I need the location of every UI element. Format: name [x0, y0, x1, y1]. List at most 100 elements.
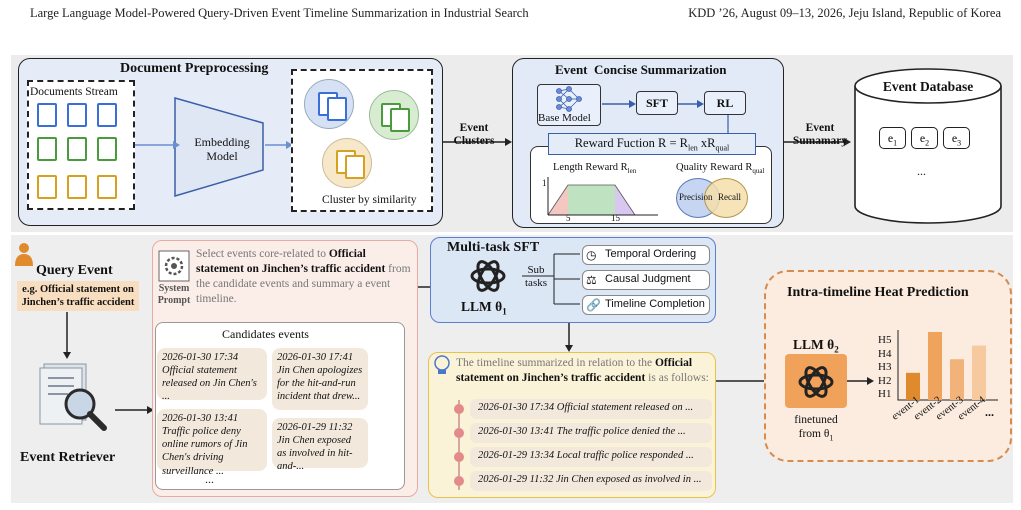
doc-preprocessing-title: Document Preprocessing [120, 61, 269, 76]
sft-box: SFT [636, 91, 678, 115]
candidates-title: Candidates events [222, 327, 309, 341]
clock-icon: ◷ [586, 248, 597, 262]
recall-circle [704, 178, 748, 218]
task-causal-judgment: Causal Judgment [582, 270, 710, 290]
length-tick-5: 5 [566, 213, 571, 223]
heat-level: H5 [878, 334, 892, 346]
db-entry-e3: e3 [943, 127, 970, 149]
arrow [265, 141, 293, 149]
database-cylinder [854, 68, 1002, 224]
multitask-sft-title: Multi-task SFT [447, 240, 540, 255]
heat-bar [950, 359, 964, 400]
db-entry-e2: e2 [911, 127, 938, 149]
timeline-item: 2026-01-29 13:34 Local traffic police re… [470, 447, 712, 467]
arrow [847, 377, 874, 385]
heat-bar [928, 332, 942, 400]
arrow [784, 138, 851, 146]
length-reward-label: Length Reward Rlen [553, 162, 637, 176]
llm2-icon-bg [785, 354, 847, 408]
cluster-label: Cluster by similarity [322, 194, 417, 206]
query-event-title: Query Event [36, 263, 113, 278]
timeline-item: 2026-01-30 17:34 Official statement rele… [470, 399, 712, 419]
heat-level: H2 [878, 374, 892, 387]
document-icon [37, 103, 57, 127]
document-icon [345, 155, 365, 179]
heat-x-ellipsis: ... [985, 405, 994, 419]
rl-box: RL [704, 91, 746, 115]
timeline-item: 2026-01-30 13:41 The traffic police deni… [470, 423, 712, 443]
timeline-dot [454, 452, 464, 462]
document-icon [97, 103, 117, 127]
heat-prediction-title: Intra-timeline Heat Prediction [787, 285, 969, 300]
precision-label: Precision [679, 192, 713, 202]
arrow [678, 100, 704, 108]
timeline-intro: The timeline summarized in relation to t… [456, 357, 709, 384]
timeline-dot [454, 404, 464, 414]
link-icon: 🔗 [586, 298, 601, 312]
heat-bar [906, 372, 920, 400]
task-timeline-completion: Timeline Completion [582, 295, 710, 315]
gavel-icon: ⚖ [586, 273, 597, 287]
document-icon [97, 175, 117, 199]
running-header-left: Large Language Model-Powered Query-Drive… [30, 6, 529, 20]
document-search-icon [39, 363, 107, 431]
llm-icon [470, 260, 506, 292]
finetuned-label: finetuned from θ1 [794, 414, 838, 443]
base-model-label: Base Model [538, 112, 591, 124]
task-temporal-ordering: Temporal Ordering [582, 245, 710, 265]
document-icon [97, 137, 117, 161]
person-icon [15, 243, 33, 266]
task-branch-lines [522, 253, 580, 305]
llm1-label: LLM θ1 [461, 299, 507, 317]
arrow [602, 100, 636, 108]
length-reward-chart [547, 177, 658, 216]
embedding-model-label: Embedding Model [194, 135, 250, 164]
timeline-axis [458, 400, 460, 490]
length-tick-15: 15 [611, 213, 620, 223]
candidates-ellipsis: ... [205, 472, 214, 486]
sub-tasks-label: Sub tasks [525, 264, 547, 290]
documents-stream-label: Documents Stream [30, 86, 118, 98]
event-summary-label: Event Sumamary [792, 122, 848, 148]
embedding-model-shape [174, 97, 264, 198]
document-icon [67, 103, 87, 127]
lightbulb-icon [434, 355, 450, 374]
running-header-right: KDD ’26, August 09–13, 2026, Jeju Island… [688, 6, 1001, 20]
db-ellipsis: ... [917, 164, 926, 178]
reward-formula: Reward Fuction R = Rlen xRqual [548, 133, 756, 155]
arrow [115, 406, 154, 414]
heat-axis [897, 330, 998, 401]
timeline-dot [454, 428, 464, 438]
document-icon [327, 97, 347, 121]
heat-y-axis-labels: H5 H4 H3 H2 H1 [878, 334, 891, 402]
database-title: Event Database [882, 79, 974, 94]
summarization-title: Event Concise Summarization [555, 62, 727, 77]
arrow [63, 312, 71, 359]
arrow [135, 141, 180, 149]
document-icon [37, 175, 57, 199]
document-icon [390, 108, 410, 132]
gear-icon [158, 250, 190, 282]
heat-level: H1 [878, 388, 892, 401]
heat-bar [972, 345, 986, 400]
llm-icon [798, 366, 834, 398]
document-icon [67, 175, 87, 199]
heat-level: H4 [878, 347, 892, 360]
timeline-dot [454, 476, 464, 486]
quality-reward-label: Quality Reward Rqual [676, 162, 765, 176]
db-entry-e1: e1 [879, 127, 906, 149]
recall-label: Recall [718, 192, 741, 202]
document-icon [37, 137, 57, 161]
heat-bar-chart [897, 330, 998, 401]
timeline-item: 2026-01-29 11:32 Jin Chen exposed as inv… [470, 471, 712, 491]
llm2-label: LLM θ2 [793, 337, 839, 355]
heat-level: H3 [878, 361, 892, 374]
event-clusters-label: Event Clusters [453, 122, 495, 148]
system-prompt-text: Select events core-related to Official s… [196, 248, 411, 305]
document-icon [67, 137, 87, 161]
length-tick-1: 1 [542, 178, 547, 188]
